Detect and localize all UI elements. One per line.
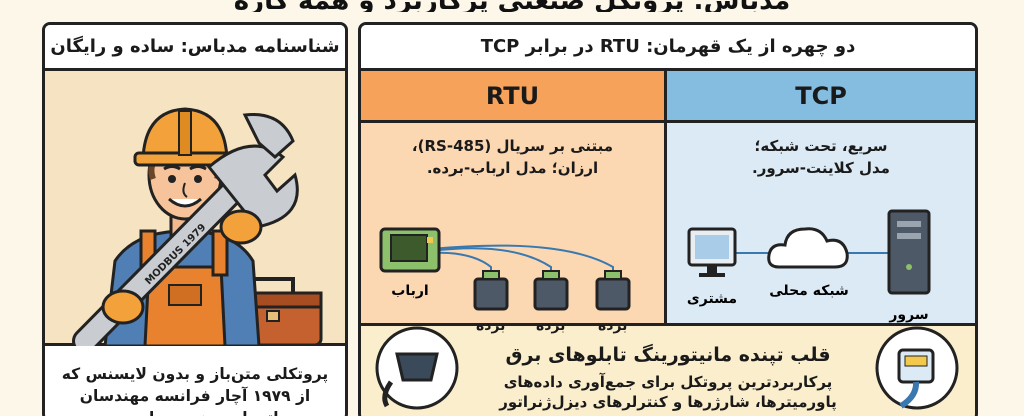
tcp-column: TCP سریع، تحت شبکه؛ مدل کلاینت-سرور. مشت…	[667, 71, 975, 323]
bottom-line-1: پرکاربردترین پروتکل برای جمع‌آوری داده‌ه…	[503, 373, 833, 391]
slave-labels: برده برده برده	[361, 318, 667, 348]
left-panel-title: شناسنامه مدباس: ساده و رایگان	[45, 25, 345, 71]
network-label: شبکه محلی	[769, 283, 849, 299]
desc-line-3: اتوماسیون بوده است.	[45, 407, 345, 416]
rtu-diagram: ارباب	[379, 227, 631, 311]
left-description: پروتکلی متن‌باز و بدون لایسنس که از ۱۹۷۹…	[45, 349, 345, 416]
slave-label: برده	[598, 318, 628, 334]
server-label: سرور	[888, 307, 928, 323]
bottom-icons	[375, 326, 959, 410]
rtu-header: RTU	[361, 71, 664, 123]
tcp-description: سریع، تحت شبکه؛ مدل کلاینت-سرور.	[667, 135, 975, 179]
rtu-line-2: ارزان؛ مدل ارباب-برده.	[426, 159, 599, 177]
left-panel: شناسنامه مدباس: ساده و رایگان	[42, 22, 348, 416]
page-banner: مدباس: پروتکل صنعتی پرکاربرد و همه کاره	[0, 0, 1024, 12]
slave-device-icon	[473, 270, 509, 311]
right-panel-title: دو چهره از یک قهرمان: RTU در برابر TCP	[361, 25, 975, 71]
serial-connector-icon	[375, 326, 459, 410]
engineer-illustration: MODBUS 1979	[45, 71, 345, 354]
slave-device-icon	[533, 270, 569, 311]
bottom-line-2: پاورمیترها، شارژرها و کنترلرهای دیزل‌ژنر…	[499, 393, 837, 411]
slave-label: برده	[476, 318, 506, 334]
tcp-diagram: مشتری شبکه محلی سرور	[687, 209, 931, 323]
desc-line-1: پروتکلی متن‌باز و بدون لایسنس که	[61, 365, 329, 383]
master-label: ارباب	[391, 283, 428, 299]
rtu-column: RTU مبتنی بر سریال (RS-485)، ارزان؛ مدل …	[361, 71, 667, 323]
desc-line-2: از ۱۹۷۹ آچار فرانسه مهندسان	[79, 387, 311, 405]
tcp-line-1: سریع، تحت شبکه؛	[754, 137, 888, 155]
tcp-header: TCP	[667, 71, 975, 123]
bottom-description: پرکاربردترین پروتکل برای جمع‌آوری داده‌ه…	[471, 372, 865, 412]
engineer-figure: MODBUS 1979	[72, 107, 323, 354]
bottom-title: قلب تپنده مانیتورینگ تابلوهای برق	[505, 344, 831, 366]
client-label: مشتری	[687, 291, 737, 307]
rtu-description: مبتنی بر سریال (RS-485)، ارزان؛ مدل اربا…	[361, 135, 664, 179]
right-panel: دو چهره از یک قهرمان: RTU در برابر TCP R…	[358, 22, 978, 416]
slave-label: برده	[536, 318, 566, 334]
master-device-icon	[379, 227, 441, 273]
slave-device-icon	[595, 270, 631, 311]
client-monitor-icon	[687, 227, 737, 277]
ethernet-plug-icon	[875, 326, 959, 410]
server-tower-icon	[887, 209, 931, 295]
rtu-line-1: مبتنی بر سریال (RS-485)،	[411, 137, 614, 155]
network-cloud-icon	[767, 227, 849, 269]
tcp-line-2: مدل کلاینت-سرور.	[752, 159, 890, 177]
bottom-strip: قلب تپنده مانیتورینگ تابلوهای برق پرکارب…	[361, 323, 975, 416]
